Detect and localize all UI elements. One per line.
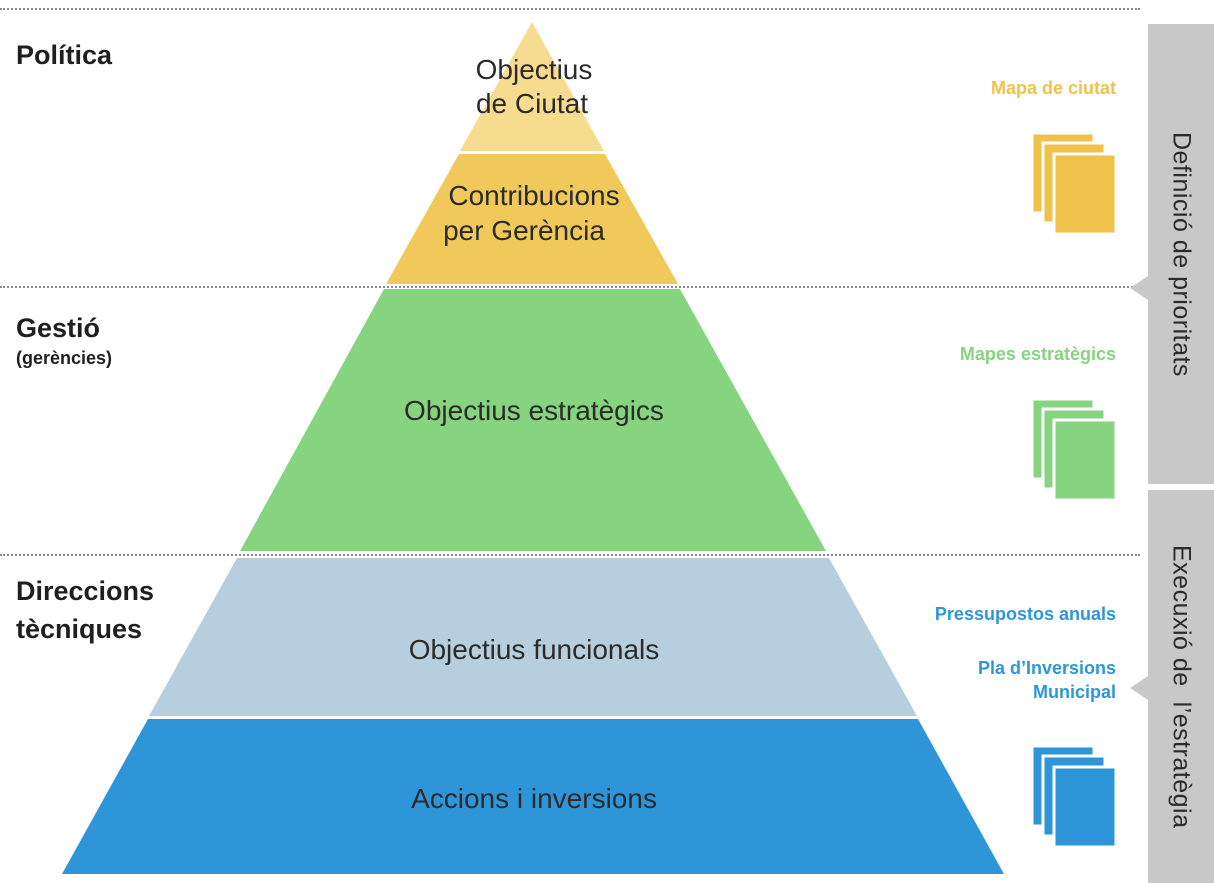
level-politica-label: Política: [16, 40, 113, 70]
doc-label-pressupostos: Pressupostos anuals: [935, 602, 1116, 626]
pyramid-tier-objectius-ciutat: [460, 22, 604, 151]
sidebar-definicio: Definició de prioritats: [1148, 24, 1214, 484]
pyramid-tier-contribucions: [386, 154, 678, 284]
doc-label-mapa-ciutat-text: Mapa de ciutat: [990, 78, 1116, 98]
tier2-label-line2: per Gerència: [443, 215, 605, 246]
doc-label-pla-inversions-line2: Municipal: [1032, 682, 1116, 702]
tier1-label-line1: Objectius: [476, 54, 593, 85]
tier3-label: Objectius estratègics: [404, 395, 664, 426]
level-direccions: Direccions tècniques: [16, 572, 154, 648]
tier2-label-line1: Contribucions: [448, 180, 619, 211]
separator-politica-gestio: [0, 286, 1140, 288]
separator-gestio-direccions: [0, 554, 1140, 556]
level-politica: Política: [16, 36, 112, 74]
doc-label-mapes-estrategics-text: Mapes estratègics: [959, 344, 1116, 364]
sidebar-definicio-bar: [1148, 24, 1214, 484]
level-gestio: Gestió (gerències): [16, 309, 112, 369]
sidebar-execucio: Execuxió de l’estratègia: [1148, 490, 1214, 883]
sidebar-definicio-label: Definició de prioritats: [1167, 131, 1196, 377]
document-stack-blue-icon: [1030, 744, 1118, 849]
level-gestio-label: Gestió: [16, 313, 101, 343]
pyramid-tier-objectius-estrategics: [240, 289, 826, 551]
doc-label-pressupostos-text: Pressupostos anuals: [934, 604, 1116, 624]
doc-label-mapa-ciutat: Mapa de ciutat: [991, 76, 1116, 100]
doc-label-mapes-estrategics: Mapes estratègics: [960, 342, 1116, 366]
doc-label-pla-inversions-line1: Pla d’Inversions: [977, 658, 1116, 678]
tier5-label: Accions i inversions: [411, 783, 657, 814]
sidebar-notch-definicio: [1130, 276, 1148, 300]
level-gestio-sublabel: (gerències): [16, 348, 113, 368]
pyramid-tier-objectius-funcionals: [149, 558, 917, 716]
tier1-label-line2: de Ciutat: [476, 88, 588, 119]
document-stack-yellow-icon: [1030, 131, 1118, 236]
level-direccions-line2: tècniques: [16, 614, 143, 644]
tier4-label: Objectius funcionals: [409, 634, 660, 665]
level-direccions-line1: Direccions: [16, 576, 155, 606]
pyramid-tier-accions-inversions: [62, 719, 1004, 874]
sidebar-execucio-label: Execuxió de l’estratègia: [1167, 544, 1196, 829]
document-stack-green-icon: [1030, 397, 1118, 502]
doc-label-pla-inversions: Pla d’Inversions Municipal: [978, 656, 1116, 704]
separator-top: [0, 8, 1140, 10]
sidebar-execucio-bar: [1148, 490, 1214, 883]
sidebar-notch-execucio: [1130, 676, 1148, 700]
